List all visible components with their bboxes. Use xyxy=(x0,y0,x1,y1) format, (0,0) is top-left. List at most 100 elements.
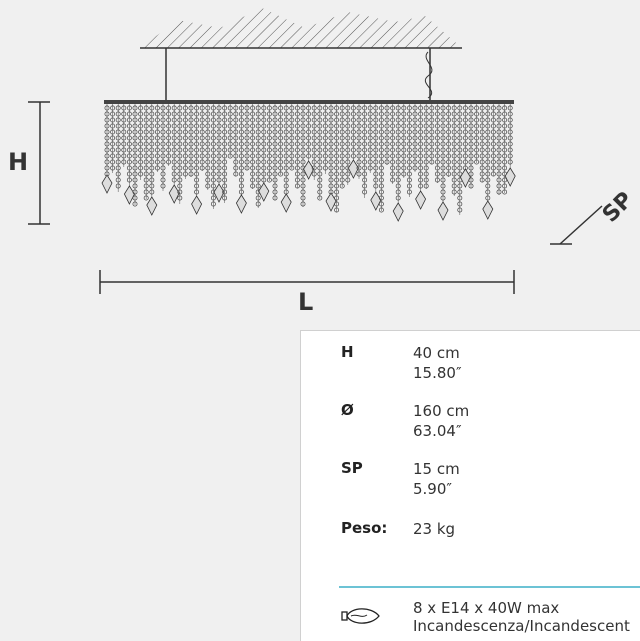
crystal-bead xyxy=(317,183,323,189)
crystal-bead xyxy=(138,105,144,111)
crystal-bead xyxy=(255,123,261,129)
crystal-bead xyxy=(272,195,278,201)
crystal-bead xyxy=(485,129,491,135)
crystal-bead xyxy=(283,111,289,117)
crystal-bead xyxy=(328,111,334,117)
crystal-bead xyxy=(121,153,127,159)
crystal-bead xyxy=(216,165,222,171)
crystal-bead xyxy=(104,141,110,147)
crystal-bead xyxy=(188,135,194,141)
crystal-bead xyxy=(429,117,435,123)
crystal-bead xyxy=(261,117,267,123)
crystal-bead xyxy=(177,183,183,189)
crystal-bead xyxy=(306,135,312,141)
crystal-bead xyxy=(216,129,222,135)
crystal-bead xyxy=(440,105,446,111)
crystal-bead xyxy=(300,171,306,177)
crystal-bead xyxy=(126,141,132,147)
crystal-bead xyxy=(496,165,502,171)
crystal-bead xyxy=(222,171,228,177)
crystal-bead xyxy=(166,147,172,153)
crystal-bead xyxy=(496,123,502,129)
crystal-drop xyxy=(392,202,404,222)
crystal-bead xyxy=(210,183,216,189)
crystal-bead xyxy=(423,135,429,141)
crystal-bead xyxy=(474,159,480,165)
crystal-bead xyxy=(429,129,435,135)
crystal-bead xyxy=(126,105,132,111)
crystal-bead xyxy=(378,183,384,189)
crystal-bead xyxy=(418,159,424,165)
crystal-bead xyxy=(205,159,211,165)
crystal-bead xyxy=(171,135,177,141)
crystal-bead xyxy=(266,141,272,147)
crystal-bead xyxy=(250,129,256,135)
crystal-bead xyxy=(261,147,267,153)
crystal-bead xyxy=(300,159,306,165)
crystal-bead xyxy=(199,105,205,111)
crystal-bead xyxy=(272,123,278,129)
crystal-bead xyxy=(440,129,446,135)
crystal-bead xyxy=(250,123,256,129)
crystal-bead xyxy=(356,147,362,153)
crystal-bead xyxy=(367,141,373,147)
crystal-bead xyxy=(334,105,340,111)
crystal-bead xyxy=(205,183,211,189)
crystal-bead xyxy=(132,201,138,207)
crystal-bead xyxy=(474,129,480,135)
crystal-bead xyxy=(345,159,351,165)
crystal-bead xyxy=(205,147,211,153)
crystal-bead xyxy=(457,195,463,201)
crystal-bead xyxy=(143,105,149,111)
crystal-bead xyxy=(160,141,166,147)
crystal-bead xyxy=(104,159,110,165)
crystal-bead xyxy=(121,159,127,165)
crystal-bead xyxy=(205,141,211,147)
crystal-bead xyxy=(171,141,177,147)
crystal-bead xyxy=(479,159,485,165)
crystal-bead xyxy=(294,111,300,117)
crystal-bead xyxy=(194,171,200,177)
crystal-bead xyxy=(132,135,138,141)
crystal-bead xyxy=(462,129,468,135)
crystal-bead xyxy=(322,123,328,129)
crystal-bead xyxy=(418,183,424,189)
crystal-bead xyxy=(177,141,183,147)
crystal-bead xyxy=(311,111,317,117)
divider xyxy=(339,586,640,588)
crystal-bead xyxy=(177,159,183,165)
crystal-bead xyxy=(171,171,177,177)
crystal-bead xyxy=(115,129,121,135)
crystal-bead xyxy=(238,177,244,183)
crystal-drop xyxy=(415,190,427,210)
crystal-bead xyxy=(272,189,278,195)
crystal-bead xyxy=(160,183,166,189)
crystal-bead xyxy=(496,159,502,165)
crystal-bead xyxy=(188,111,194,117)
crystal-bead xyxy=(339,117,345,123)
crystal-bead xyxy=(222,165,228,171)
crystal-bead xyxy=(362,111,368,117)
crystal-bead xyxy=(462,141,468,147)
crystal-bead xyxy=(110,105,116,111)
crystal-bead xyxy=(210,165,216,171)
crystal-bead xyxy=(255,147,261,153)
crystal-bead xyxy=(278,123,284,129)
crystal-bead xyxy=(328,123,334,129)
crystal-drop xyxy=(168,184,180,204)
crystal-bead xyxy=(406,171,412,177)
crystal-bead xyxy=(474,141,480,147)
crystal-bead xyxy=(468,105,474,111)
crystal-bead xyxy=(289,147,295,153)
crystal-bead xyxy=(272,105,278,111)
crystal-bead xyxy=(306,123,312,129)
crystal-bead xyxy=(255,165,261,171)
crystal-bead xyxy=(222,183,228,189)
crystal-bead xyxy=(390,177,396,183)
crystal-bead xyxy=(171,165,177,171)
crystal-bead xyxy=(457,159,463,165)
crystal-bead xyxy=(322,165,328,171)
crystal-bead xyxy=(334,165,340,171)
crystal-bead xyxy=(126,159,132,165)
crystal-bead xyxy=(334,129,340,135)
